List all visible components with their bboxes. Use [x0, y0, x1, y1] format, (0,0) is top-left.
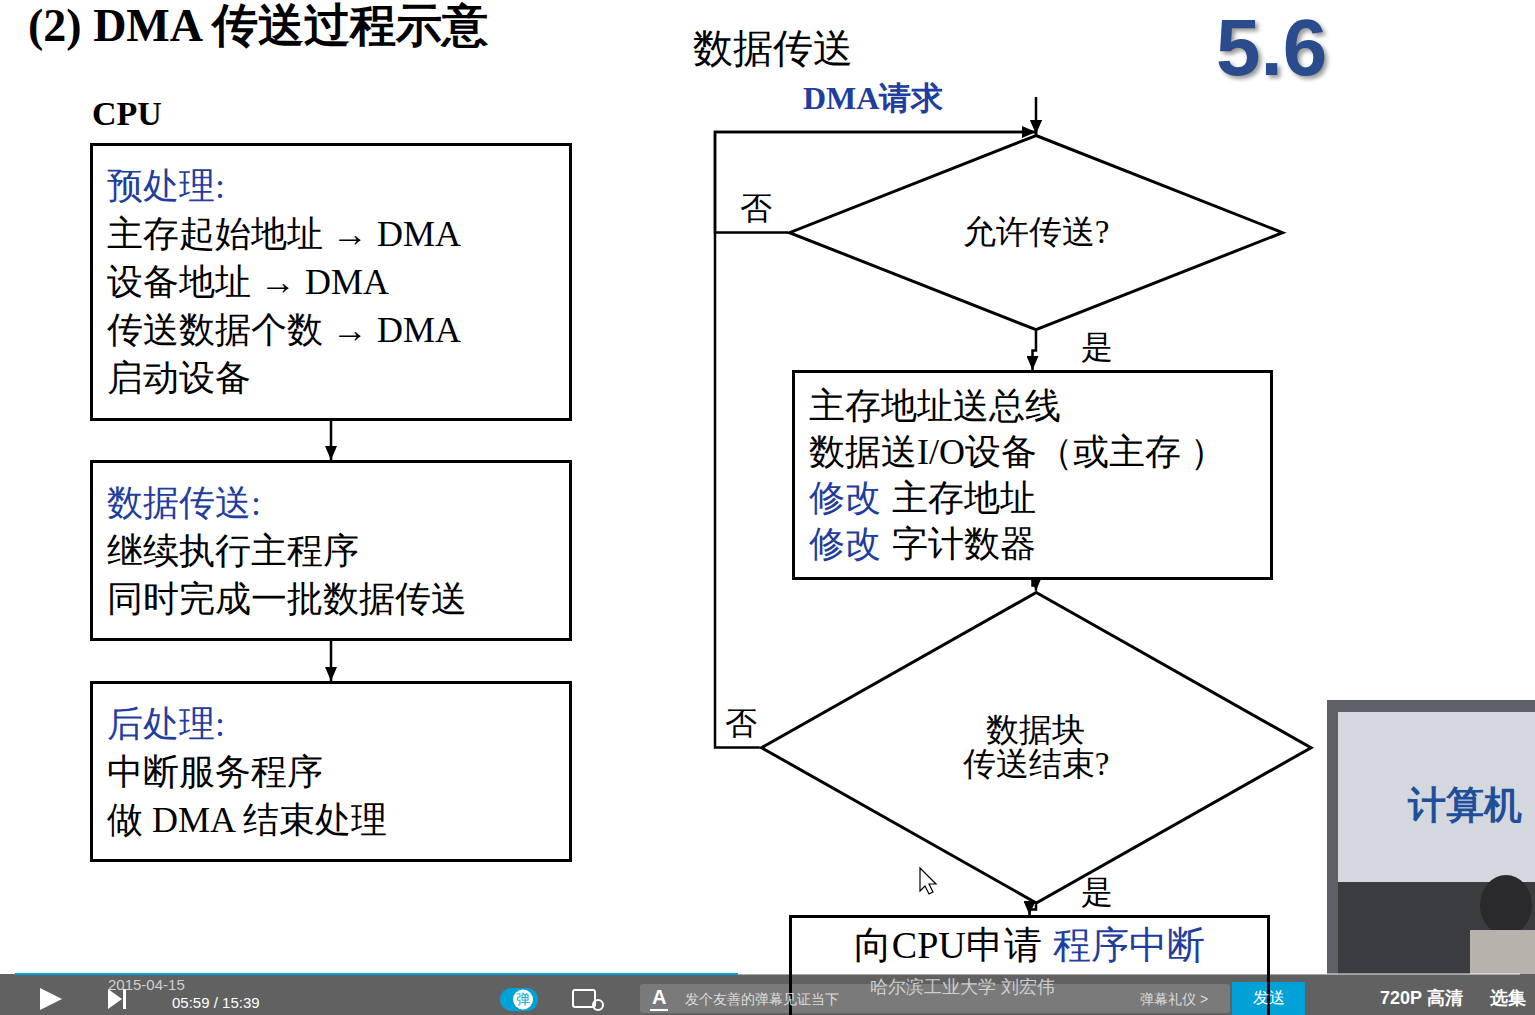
- node-body: 数据传送: 继续执行主程序同时完成一批数据传送: [93, 463, 569, 638]
- text-line: 启动设备: [107, 354, 251, 402]
- text-line: 后处理:: [107, 700, 225, 748]
- player-band: [0, 974, 1535, 1015]
- column-heading: CPU: [92, 94, 162, 133]
- danmaku-knob: [513, 990, 533, 1010]
- highlight-text: 修改: [809, 478, 881, 518]
- text-line: 主存起始地址 → DMA: [107, 210, 461, 258]
- episodes-text: 选集: [1490, 988, 1526, 1009]
- edge-label: 否: [725, 705, 757, 742]
- node-text: 做 DMA 结束处理: [107, 800, 387, 840]
- progress-played: [15, 973, 738, 975]
- flow-connector: [330, 421, 333, 460]
- danmaku-toggle: [500, 988, 538, 1011]
- send-text: 发送: [1253, 989, 1285, 1007]
- edge-label: 是: [1081, 329, 1113, 366]
- edge-label: 否: [740, 190, 772, 227]
- input-placeholder: 发个友善的弹幕见证当下: [685, 991, 839, 1007]
- inset-person-body: [1470, 930, 1535, 974]
- node-text: 数据送I/O设备（或主存 ）: [809, 432, 1226, 472]
- text-line: 修改字计数器: [809, 521, 1036, 567]
- node-text: 启动设备: [107, 358, 251, 398]
- danmaku-toggle-text: 弹: [516, 991, 530, 1007]
- flow-heading: 数据传送: [693, 26, 853, 72]
- inset-sign-text: 计算机: [1408, 784, 1522, 828]
- node-body: 允许传送?: [788, 134, 1284, 331]
- node-text: 主存起始地址 → DMA: [107, 214, 461, 254]
- text-line: 传送数据个数 → DMA: [107, 306, 461, 354]
- node-text: 向CPU申请: [854, 924, 1042, 966]
- decision-diamond: 数据块 传送结束?: [760, 591, 1313, 904]
- text-line: 数据送I/O设备（或主存 ）: [809, 429, 1226, 475]
- flow-connector: [1030, 904, 1036, 915]
- node-text: 数据块 传送结束?: [963, 712, 1110, 783]
- node-body: 后处理: 中断服务程序做 DMA 结束处理: [93, 684, 569, 859]
- text-line: 做 DMA 结束处理: [107, 796, 387, 844]
- inset-person-head: [1480, 875, 1532, 935]
- highlight-text: 程序中断: [1053, 924, 1205, 966]
- text-line: 向CPU申请程序中断: [854, 924, 1205, 966]
- node-text: 主存地址送总线: [809, 386, 1061, 426]
- text-line: 设备地址 → DMA: [107, 258, 389, 306]
- node-body: 数据块 传送结束?: [760, 591, 1313, 904]
- watermark: 哈尔滨工业大学 刘宏伟: [870, 977, 1055, 998]
- text-line: 修改主存地址: [809, 475, 1036, 521]
- node-body: 预处理: 主存起始地址 → DMA 设备地址 → DMA 传送数据个数 → DMA 启动…: [93, 146, 569, 418]
- mouse-cursor: [920, 868, 936, 894]
- node-text: 设备地址 → DMA: [107, 262, 389, 302]
- text-line: 允许传送?: [963, 215, 1110, 250]
- process-box: 预处理: 主存起始地址 → DMA 设备地址 → DMA 传送数据个数 → DMA 启动…: [90, 143, 572, 421]
- progress-rest: [738, 973, 1520, 975]
- text-line: 预处理:: [107, 162, 225, 210]
- text-line: 继续执行主程序: [107, 527, 359, 575]
- camera-inset: [1327, 700, 1535, 974]
- flow-connector: [1033, 580, 1036, 591]
- inset-frame: [1327, 700, 1535, 974]
- edge-label: 是: [1081, 874, 1113, 911]
- inset-wall: [1338, 712, 1535, 882]
- node-text: 传送数据个数 → DMA: [107, 310, 461, 350]
- play-time: 05:59 / 15:39: [172, 994, 260, 1011]
- request-label: DMA请求: [803, 80, 943, 117]
- flow-connector: [330, 641, 333, 681]
- quality-text: 720P 高清: [1380, 988, 1463, 1009]
- process-box: 数据传送: 继续执行主程序同时完成一批数据传送: [90, 460, 572, 641]
- flow-connector: [1033, 331, 1036, 370]
- node-text: 主存地址: [892, 478, 1036, 518]
- highlight-text: 后处理:: [107, 704, 225, 744]
- node-text: 字计数器: [892, 524, 1036, 564]
- etiquette-link: 弹幕礼仪 >: [1140, 991, 1208, 1007]
- highlight-text: 修改: [809, 524, 881, 564]
- text-line: 中断服务程序: [107, 748, 323, 796]
- text-line: 同时完成一批数据传送: [107, 575, 467, 623]
- highlight-text: 预处理:: [107, 166, 225, 206]
- upload-date: 2015-04-15: [108, 976, 185, 993]
- player-bar: [0, 974, 1535, 1015]
- font-icon: A: [652, 986, 666, 1009]
- process-box: 主存地址送总线数据送I/O设备（或主存 ）修改主存地址修改字计数器: [792, 370, 1273, 580]
- node-text: 允许传送?: [963, 214, 1110, 250]
- settings-icon: [573, 990, 595, 1007]
- node-body: 主存地址送总线数据送I/O设备（或主存 ）修改主存地址修改字计数器: [795, 373, 1270, 577]
- font-icon-bar: [650, 1009, 668, 1011]
- node-text: 中断服务程序: [107, 752, 323, 792]
- decision-diamond: 允许传送?: [788, 134, 1284, 331]
- node-text: 继续执行主程序: [107, 531, 359, 571]
- highlight-text: 数据传送:: [107, 483, 261, 523]
- slide-title: (2) DMA 传送过程示意: [28, 0, 488, 53]
- text-line: 主存地址送总线: [809, 383, 1061, 429]
- text-line: 数据块 传送结束?: [956, 713, 1116, 782]
- section-number: 5.6: [1216, 2, 1327, 94]
- play-icon: [40, 988, 62, 1010]
- text-line: 数据传送:: [107, 479, 261, 527]
- node-text: 同时完成一批数据传送: [107, 579, 467, 619]
- settings-gear: [593, 1000, 603, 1010]
- process-box: 后处理: 中断服务程序做 DMA 结束处理: [90, 681, 572, 862]
